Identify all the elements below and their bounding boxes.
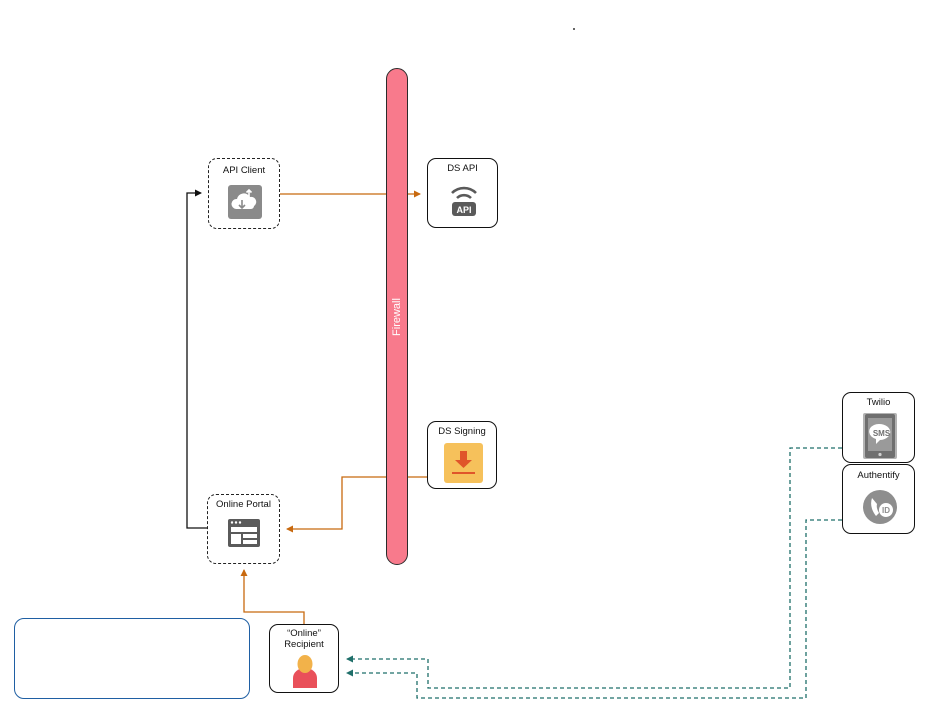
api-client-label: API Client: [222, 165, 266, 176]
firewall-label: Firewall: [391, 297, 403, 336]
connector-recipient-to-online-portal: [240, 569, 305, 624]
twilio-label: Twilio: [866, 397, 891, 408]
sms-icon-text: SMS: [873, 429, 891, 438]
download-signing-icon: [444, 443, 483, 483]
authentify-label: Authentify: [857, 470, 900, 481]
cloud-transfer-icon: [228, 185, 262, 219]
ds-api-label: DS API: [447, 163, 478, 174]
connector-authentify-to-recipient: [346, 519, 842, 699]
online-recipient-node[interactable]: “Online” Recipient: [269, 624, 339, 693]
browser-window-icon: [228, 519, 260, 547]
ds-signing-label: DS Signing: [438, 426, 486, 437]
connector-online-portal-to-api-client: [186, 189, 207, 529]
person-icon: [293, 655, 317, 688]
ds-api-node[interactable]: DS API API: [427, 158, 498, 228]
authentify-node[interactable]: Authentify ID: [842, 464, 915, 534]
online-portal-label: Online Portal: [216, 499, 271, 510]
connector-twilio-to-recipient: [346, 447, 842, 689]
ds-signing-node[interactable]: DS Signing: [427, 421, 497, 489]
connector-ds-signing-to-online-portal: [286, 476, 427, 533]
recipient-label-line2: Recipient: [284, 639, 324, 650]
recipient-label-line1: “Online”: [287, 628, 321, 639]
firewall-bar: Firewall: [386, 68, 408, 565]
api-client-node[interactable]: API Client: [208, 158, 280, 229]
phone-id-icon: ID: [863, 490, 897, 524]
api-wifi-icon: API: [451, 186, 477, 216]
api-icon-text: API: [456, 205, 471, 215]
sms-phone-icon: SMS: [863, 413, 897, 459]
note-box: [14, 618, 250, 699]
stray-dot: [573, 28, 575, 30]
id-icon-text: ID: [882, 506, 890, 515]
online-portal-node[interactable]: Online Portal: [207, 494, 280, 564]
twilio-node[interactable]: Twilio SMS: [842, 392, 915, 463]
